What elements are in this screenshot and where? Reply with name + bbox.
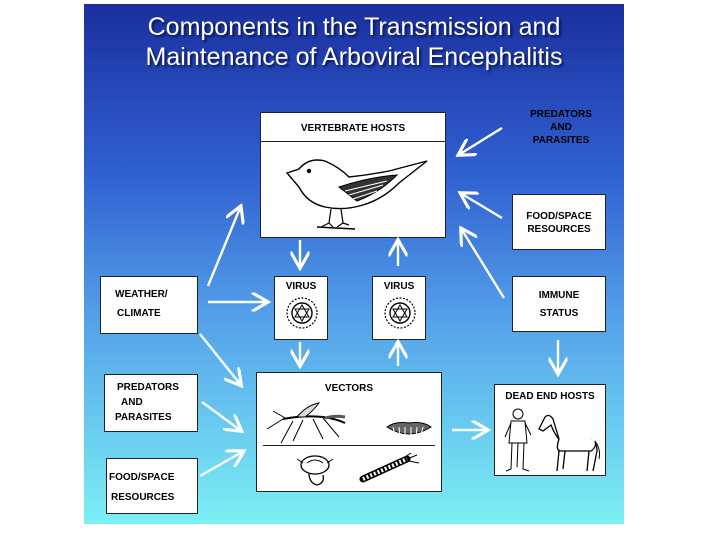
predators-left-box: PREDATORS AND PARASITES <box>104 374 198 432</box>
virus-left-label: VIRUS <box>285 281 317 292</box>
weather-climate-box: WEATHER/ CLIMATE <box>100 276 198 334</box>
immune-line-2: STATUS <box>539 308 579 319</box>
weather-line-1: WEATHER/ <box>115 289 168 300</box>
vertebrate-hosts-label: VERTEBRATE HOSTS <box>300 123 406 134</box>
title-line-2: Maintenance of Arboviral Encephalitis <box>145 43 563 71</box>
larva-icon <box>386 422 432 438</box>
arrow-weather-to-hosts <box>206 208 240 287</box>
virus-right-label: VIRUS <box>383 281 415 292</box>
virus-left-box: VIRUS <box>274 276 328 340</box>
virus-left-icon <box>286 297 318 329</box>
food-space-left-box: FOOD/SPACE RESOURCES <box>106 458 198 514</box>
immune-line-1: IMMUNE <box>538 290 580 301</box>
predators-left-line-1: PREDATORS <box>117 382 179 393</box>
arrow-weather-to-vectors <box>199 333 240 384</box>
slide: Components in the Transmission and Maint… <box>84 4 624 524</box>
food-space-left-line-1: FOOD/SPACE <box>109 472 175 483</box>
predators-left-line-3: PARASITES <box>115 412 172 423</box>
arrows-layer <box>199 126 624 478</box>
horse-icon <box>538 414 600 472</box>
egg-raft-icon <box>359 452 420 483</box>
bird-icon <box>285 159 428 230</box>
immune-status-box: IMMUNE STATUS <box>512 276 606 332</box>
pupa-icon <box>296 455 334 486</box>
vertebrate-hosts-box: VERTEBRATE HOSTS <box>260 112 446 238</box>
arrow-predators-to-vectors <box>201 401 240 430</box>
title-line-1: Components in the Transmission and <box>147 13 561 41</box>
human-icon <box>504 408 532 472</box>
food-space-top-box: FOOD/SPACE RESOURCES <box>512 194 606 250</box>
weather-line-2: CLIMATE <box>117 308 161 319</box>
food-space-left-line-2: RESOURCES <box>111 492 175 503</box>
vectors-label: VECTORS <box>324 383 374 394</box>
dead-end-hosts-label: DEAD END HOSTS <box>505 391 595 402</box>
food-space-top-line-1: FOOD/SPACE <box>526 211 592 222</box>
arrow-food-to-hosts <box>462 194 503 220</box>
food-space-top-line-2: RESOURCES <box>527 224 591 235</box>
predators-top-label: PREDATORS AND PARASITES <box>530 109 592 146</box>
arrow-immune-to-hosts <box>462 230 506 299</box>
vectors-box: VECTORS <box>256 372 442 492</box>
dead-end-hosts-box: DEAD END HOSTS <box>494 384 606 476</box>
virus-right-icon <box>384 297 416 329</box>
predators-left-line-2: AND <box>121 397 143 408</box>
mosquito-icon <box>266 402 346 444</box>
arrow-predators-to-hosts <box>460 126 503 154</box>
arrow-food-to-vectors <box>199 452 242 478</box>
virus-right-box: VIRUS <box>372 276 426 340</box>
